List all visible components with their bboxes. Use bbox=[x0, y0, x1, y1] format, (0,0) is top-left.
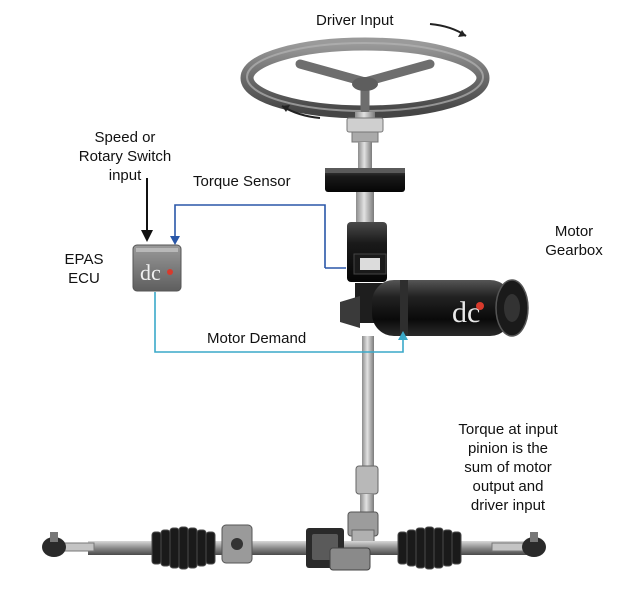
motor-logo: dc bbox=[452, 296, 480, 329]
rotation-arrow-top-icon bbox=[429, 23, 467, 37]
speed-input-arrow bbox=[141, 178, 153, 242]
torque-note-line-3: sum of motor bbox=[464, 459, 552, 476]
speed-switch-line-1: Speed or bbox=[94, 129, 156, 146]
torque-sensor-label: Torque Sensor bbox=[193, 173, 291, 190]
epas-ecu-label: EPAS ECU bbox=[54, 250, 114, 288]
torque-note-line-5: driver input bbox=[470, 497, 546, 514]
speed-switch-label: Speed or Rotary Switch input bbox=[66, 128, 184, 185]
motor-gearbox-line-2: Gearbox bbox=[545, 242, 603, 259]
epas-ecu-module: dc bbox=[132, 244, 182, 292]
rotation-arrow-bottom-icon bbox=[281, 105, 321, 119]
ecu-logo: dc bbox=[140, 260, 161, 285]
epas-ecu-line-1: EPAS bbox=[64, 251, 104, 268]
motor-demand-wire bbox=[154, 292, 408, 353]
steering-rack bbox=[42, 524, 546, 571]
torque-note-line-1: Torque at input bbox=[458, 421, 558, 438]
electric-motor: dc bbox=[340, 279, 529, 337]
torque-note-line-4: output and bbox=[472, 478, 544, 495]
torque-sensor-wire bbox=[170, 204, 346, 269]
speed-switch-line-2: Rotary Switch bbox=[78, 148, 172, 165]
intermediate-shaft bbox=[347, 336, 379, 545]
motor-demand-label: Motor Demand bbox=[207, 330, 307, 347]
torque-note-label: Torque at input pinion is the sum of mot… bbox=[438, 420, 578, 515]
driver-input-label: Driver Input bbox=[316, 12, 394, 29]
epas-ecu-line-2: ECU bbox=[68, 270, 100, 287]
motor-gearbox-line-1: Motor bbox=[554, 223, 594, 240]
torque-note-line-2: pinion is the bbox=[467, 440, 549, 457]
steering-column bbox=[325, 112, 405, 282]
motor-gearbox-label: Motor Gearbox bbox=[534, 222, 614, 260]
steering-wheel bbox=[240, 37, 490, 119]
speed-switch-line-3: input bbox=[108, 167, 142, 184]
